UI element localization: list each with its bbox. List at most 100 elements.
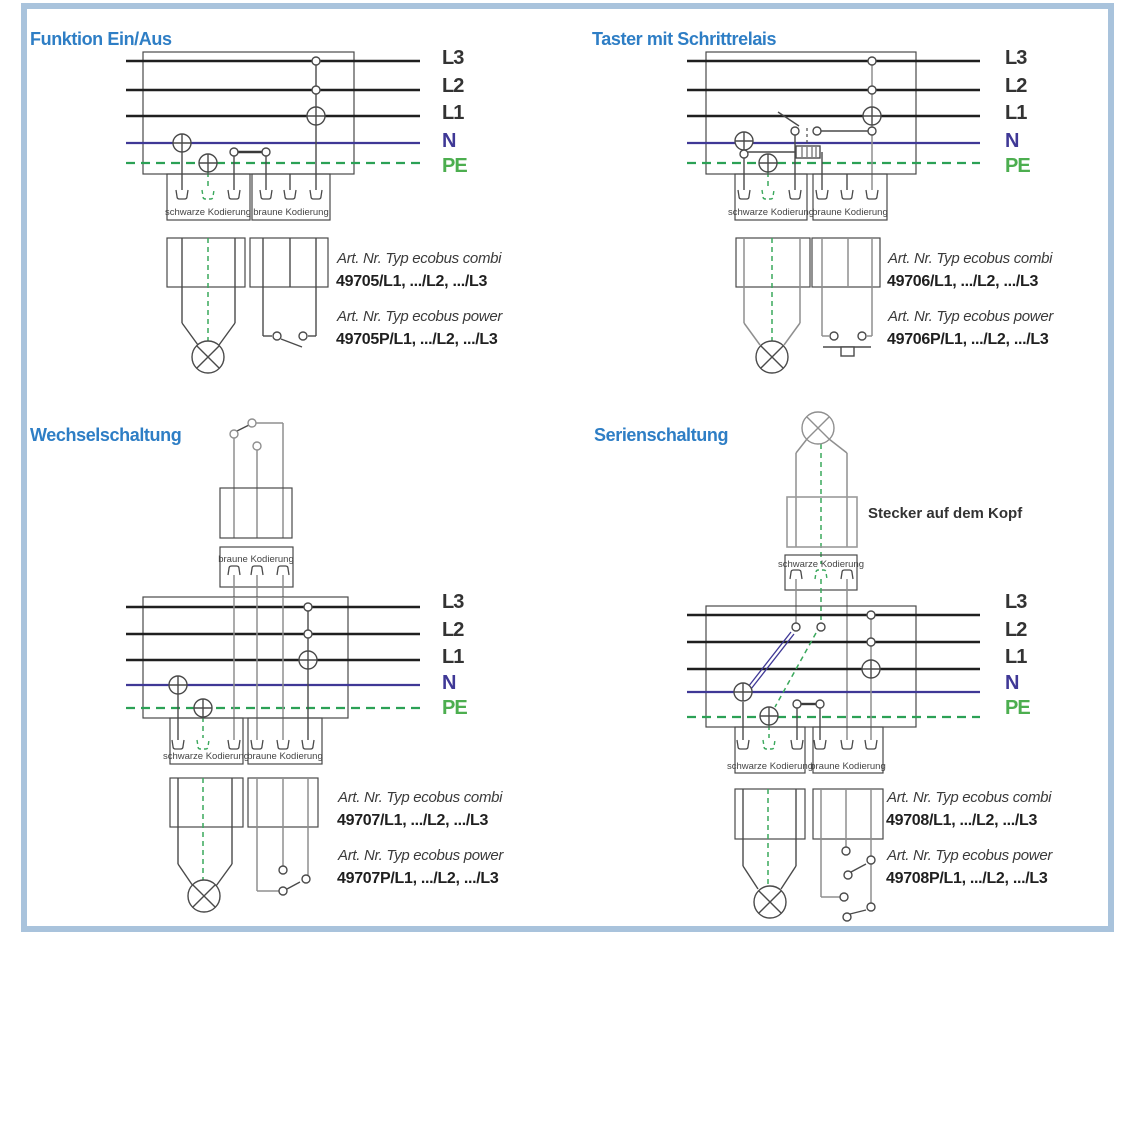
pin-icon [813, 739, 827, 750]
contact-node-icon [311, 85, 321, 95]
n-link-wire [747, 631, 792, 688]
terminal-cross-icon [306, 106, 326, 126]
pin-icon [840, 569, 854, 580]
lamp-branch [177, 778, 233, 913]
top-lamp-branch [795, 411, 848, 564]
coding-box-brown [812, 173, 888, 221]
lamp-icon [755, 340, 789, 374]
article-combi-label: Art. Nr. Typ ecobus combi [336, 250, 502, 267]
contact-node-icon [867, 126, 877, 136]
lamp-icon [187, 879, 221, 913]
pin-icon [276, 565, 290, 576]
plug-block-switch [249, 237, 329, 288]
coding-label-brown: braune Kodierung [812, 207, 888, 218]
quadrant-taster-schrittrelais: Taster mit Schrittrelais L3 L2 L1 N PE [592, 29, 1055, 374]
coding-box-black [166, 173, 251, 221]
switch-contact-icon [843, 870, 853, 880]
pin-icon [789, 569, 803, 580]
bus-label-l3: L3 [442, 591, 464, 613]
switch-branch [262, 238, 317, 348]
pe-pin-icon [814, 569, 828, 580]
article-combi-label: Art. Nr. Typ ecobus combi [886, 789, 1052, 806]
lamp-branch [742, 789, 797, 919]
switch-contact-icon [272, 331, 282, 341]
pin-icon [840, 189, 854, 200]
top-pins [227, 565, 290, 597]
pin-icon [737, 189, 751, 200]
top-pins [789, 569, 854, 740]
coding-label-brown: braune Kodierung [810, 761, 886, 772]
terminal-cross-icon [298, 650, 318, 670]
lamp-icon [191, 340, 225, 374]
bus-label-n: N [442, 672, 456, 694]
n-link-wire [750, 633, 795, 690]
pin-icon [175, 189, 189, 200]
coding-label-black: schwarze Kodierung [165, 207, 251, 218]
device-box [705, 51, 917, 175]
bus-lines [687, 59, 980, 165]
device-box [142, 596, 349, 719]
plug-block-button [811, 237, 881, 288]
coding-label-black: schwarze Kodierung [728, 207, 814, 218]
bus-label-l3: L3 [442, 47, 464, 69]
pin-icon [250, 565, 264, 576]
switch-contact-icon [229, 429, 239, 439]
quadrant-title: Taster mit Schrittrelais [592, 29, 777, 49]
contact-node-icon [867, 56, 877, 66]
quadrant-title: Wechselschaltung [30, 425, 181, 445]
coding-box-brown [812, 726, 884, 774]
contact-node-icon [866, 610, 876, 620]
plug-block-top [219, 487, 293, 539]
switch-contact-icon [301, 874, 311, 884]
pin-icon [788, 189, 802, 200]
coding-label-brown: braune Kodierung [253, 207, 329, 218]
bus-label-l2: L2 [1005, 619, 1027, 641]
pin-icon [864, 739, 878, 750]
bus-lines [126, 59, 420, 165]
pe-pin-icon [201, 189, 215, 200]
button-branch [821, 238, 873, 357]
pe-pin-icon [762, 739, 776, 750]
switch-contact-icon [839, 892, 849, 902]
pin-icon [227, 565, 241, 576]
pin-icon [250, 739, 264, 750]
terminal-cross-icon [172, 133, 192, 153]
pushbutton-actuator-icon [777, 111, 800, 127]
switch-contact-icon [792, 699, 802, 709]
pin-icon [301, 739, 315, 750]
top-switch-branch [229, 418, 284, 538]
contact-node-icon [261, 147, 271, 157]
bus-lines [687, 613, 980, 719]
bus-label-l1: L1 [1005, 102, 1027, 124]
coding-box-brown [247, 717, 323, 765]
pin-icon [865, 189, 879, 200]
switch-contact-icon [829, 331, 839, 341]
pin-icon [259, 189, 273, 200]
bus-label-pe: PE [442, 697, 467, 719]
article-combi-label: Art. Nr. Typ ecobus combi [337, 789, 503, 806]
pin-icon [227, 739, 241, 750]
article-power-label: Art. Nr. Typ ecobus power [337, 847, 504, 864]
device-box [705, 605, 917, 728]
page-frame [21, 3, 1114, 932]
terminal-cross-icon [734, 131, 754, 151]
quadrant-wechselschaltung: Wechselschaltung braune Kodierung [30, 418, 505, 913]
bus-label-l3: L3 [1005, 47, 1027, 69]
pins [737, 189, 879, 200]
switch-contact-icon [252, 441, 262, 451]
contact-node-icon [303, 602, 313, 612]
contact-node-icon [816, 622, 826, 632]
plug-block-series-switch [812, 788, 884, 840]
switch-contact-icon [247, 418, 257, 428]
terminal-cross-icon [733, 682, 753, 702]
article-combi-number: 49706/L1, .../L2, .../L3 [887, 273, 1038, 290]
bus-label-n: N [442, 130, 456, 152]
switch-contact-icon [815, 699, 825, 709]
contact-node-icon [229, 147, 239, 157]
quadrant-title: Funktion Ein/Aus [30, 29, 172, 49]
switch-contact-icon [842, 912, 852, 922]
article-power-number: 49705P/L1, .../L2, .../L3 [336, 331, 498, 348]
bus-label-l1: L1 [442, 102, 464, 124]
plug-block-lamp [734, 788, 806, 840]
